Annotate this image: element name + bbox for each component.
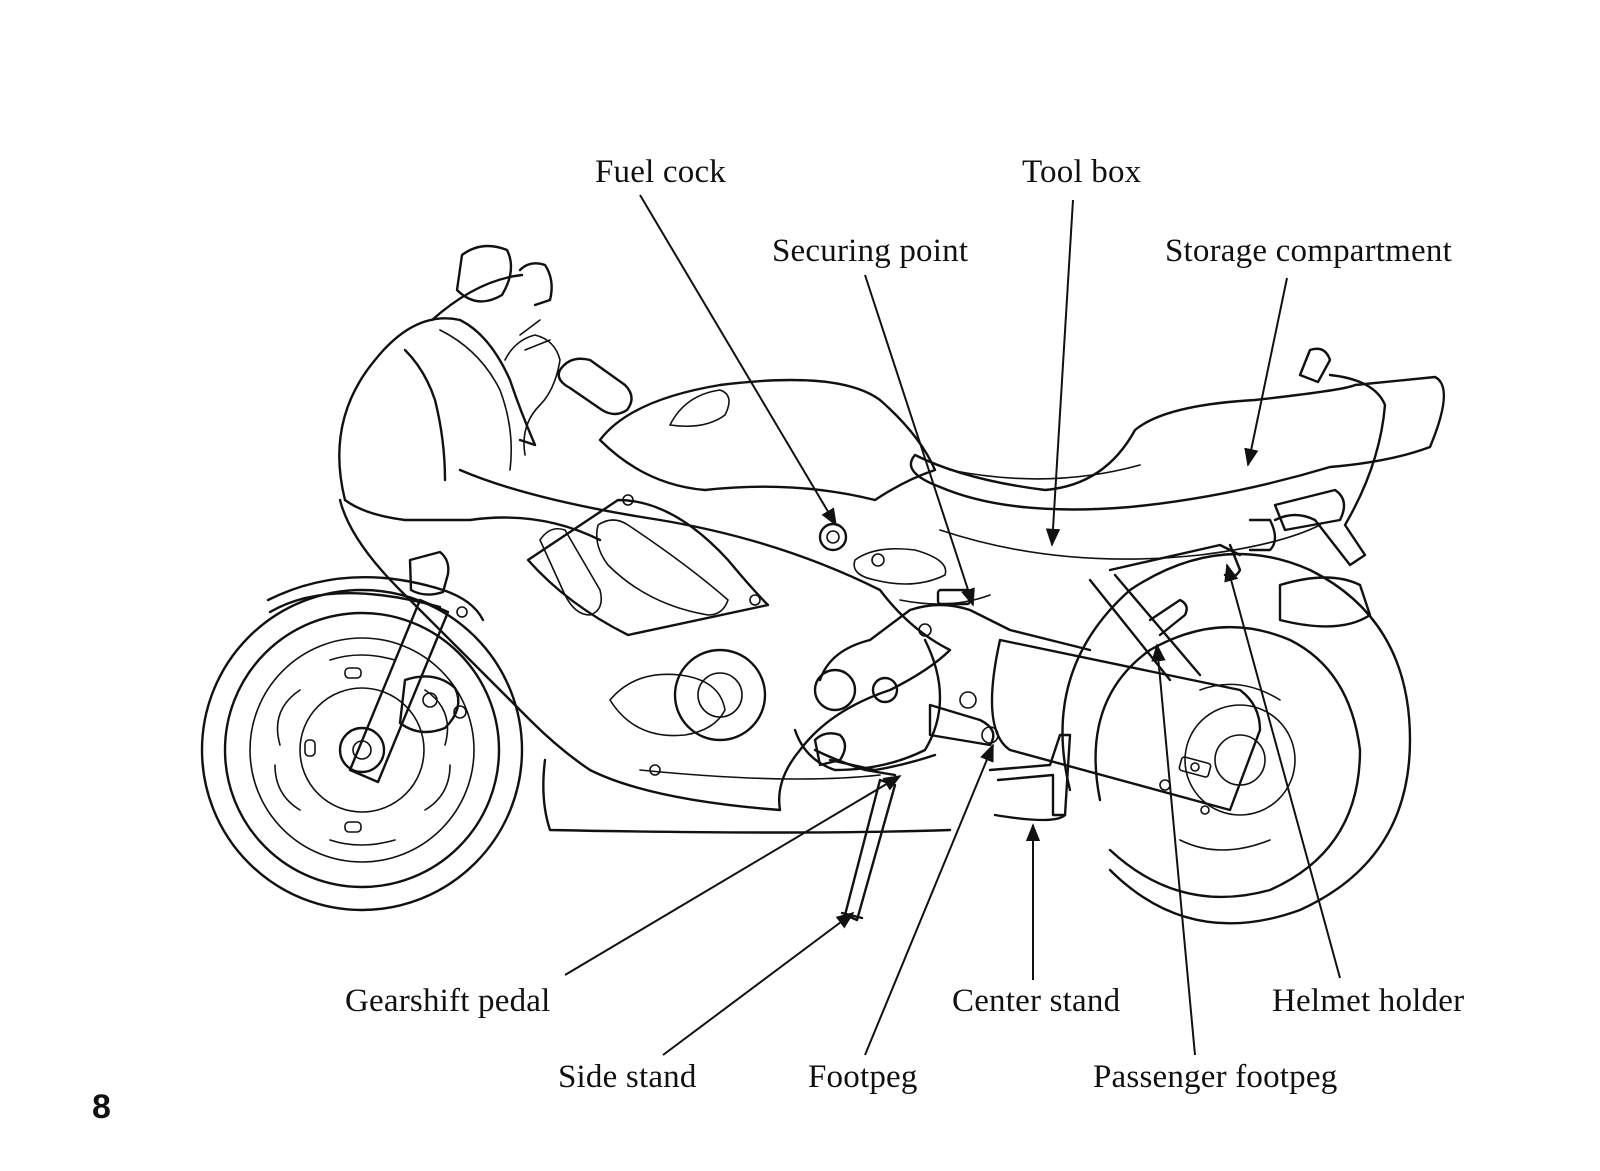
label-helmet-holder: Helmet holder — [1272, 983, 1465, 1019]
label-footpeg: Footpeg — [808, 1059, 918, 1095]
front-wheel — [200, 588, 524, 912]
leader-storage-compartment — [1244, 277, 1288, 467]
leader-tool-box — [1045, 199, 1074, 547]
fuel-tank — [598, 378, 937, 552]
front-fork — [348, 598, 467, 784]
leader-securing-point — [864, 274, 975, 607]
leader-helmet-holder — [1224, 563, 1341, 979]
rear-wheel — [1061, 552, 1412, 925]
seat — [853, 347, 1445, 606]
side-stand-part — [840, 778, 897, 922]
center-stand-part — [988, 733, 1072, 822]
page-number: 8 — [92, 1088, 111, 1126]
gearshift-pedal-part — [813, 748, 897, 777]
label-tool-box: Tool box — [1022, 154, 1142, 190]
label-storage-compartment: Storage compartment — [1165, 233, 1452, 269]
front-fender — [266, 575, 485, 622]
label-securing-point: Securing point — [772, 233, 969, 269]
label-side-stand: Side stand — [558, 1059, 697, 1095]
leader-passenger-footpeg — [1151, 643, 1196, 1056]
leader-side-stand — [662, 911, 855, 1056]
leader-lines — [564, 194, 1341, 1056]
motorcycle-illustration — [200, 244, 1445, 925]
label-passenger-footpeg: Passenger footpeg — [1093, 1059, 1338, 1095]
frame-and-engine — [793, 603, 1092, 772]
leader-footpeg — [864, 743, 994, 1056]
label-center-stand: Center stand — [952, 983, 1121, 1019]
front-fairing — [338, 244, 633, 596]
leader-fuel-cock — [639, 194, 837, 527]
swingarm — [990, 543, 1262, 812]
label-gearshift-pedal: Gearshift pedal — [345, 983, 551, 1019]
label-fuel-cock: Fuel cock — [595, 154, 727, 190]
leader-gearshift-pedal — [564, 775, 902, 976]
